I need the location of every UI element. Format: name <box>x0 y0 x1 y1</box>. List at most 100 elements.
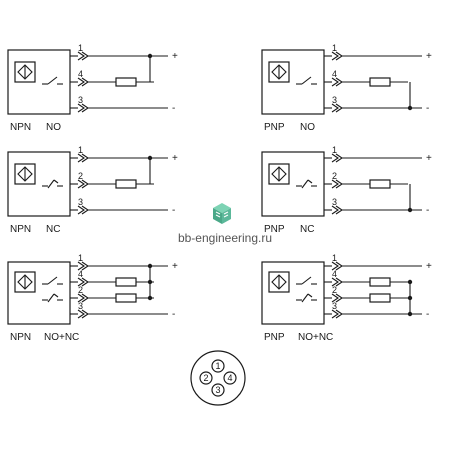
pin-number: 1 <box>78 145 83 155</box>
pin-number: 2 <box>78 285 83 295</box>
output-mode-label: NO+NC <box>298 332 333 343</box>
transistor-type-label: PNP <box>264 224 285 235</box>
pin-number: 4 <box>78 69 83 79</box>
supply-plus: + <box>172 51 178 62</box>
transistor-type-label: NPN <box>10 224 31 235</box>
wire <box>47 76 58 85</box>
terminal-arrow <box>77 261 85 271</box>
junction-dot <box>407 207 413 213</box>
junction-dot <box>147 155 153 161</box>
supply-minus: - <box>426 103 429 114</box>
terminal-arrow <box>335 77 343 87</box>
terminal-arrow <box>77 103 85 113</box>
wire <box>47 293 55 303</box>
load-resistor <box>369 77 391 87</box>
terminal-arrow <box>77 205 85 215</box>
no-switch-icon <box>296 76 317 85</box>
load-resistor <box>369 179 391 189</box>
terminal-arrow <box>81 77 89 87</box>
output-mode-label: NC <box>46 224 60 235</box>
junction-dot <box>407 295 413 301</box>
wire <box>301 179 309 189</box>
connector-pin-number: 1 <box>215 361 220 371</box>
load-resistor <box>115 179 137 189</box>
wire <box>307 179 313 184</box>
transistor-type-label: NPN <box>10 122 31 133</box>
terminal-arrow <box>81 179 89 189</box>
terminal-arrow <box>331 309 339 319</box>
connector-pin <box>199 371 213 385</box>
connector-pin-number: 4 <box>227 373 232 383</box>
nc-switch-icon <box>296 179 317 189</box>
load-resistor <box>369 293 391 303</box>
pin-number: 1 <box>332 43 337 53</box>
no-switch-icon <box>42 76 63 85</box>
connector-pin-number: 3 <box>215 385 220 395</box>
inductive-sensor-icon <box>268 61 290 83</box>
pin-number: 2 <box>78 171 83 181</box>
pin-number: 2 <box>332 285 337 295</box>
pin-number: 3 <box>78 197 83 207</box>
terminal-arrow <box>335 153 343 163</box>
supply-minus: - <box>426 309 429 320</box>
no-switch-icon <box>296 276 317 285</box>
terminal-arrow <box>331 77 339 87</box>
junction-dot <box>407 279 413 285</box>
nc-switch-icon <box>296 293 317 303</box>
supply-minus: - <box>172 309 175 320</box>
terminal-arrow <box>77 153 85 163</box>
terminal-arrow <box>81 103 89 113</box>
junction-dot <box>407 105 413 111</box>
terminal-arrow <box>77 51 85 61</box>
wire <box>47 276 58 285</box>
sensor-body <box>261 261 325 325</box>
wire <box>301 276 312 285</box>
load-resistor <box>115 277 137 287</box>
terminal-arrow <box>331 153 339 163</box>
terminal-arrow <box>81 51 89 61</box>
pin-number: 4 <box>332 69 337 79</box>
terminal-arrow <box>335 309 343 319</box>
wire <box>53 293 59 298</box>
supply-plus: + <box>172 261 178 272</box>
supply-plus: + <box>426 261 432 272</box>
pin-number: 2 <box>332 171 337 181</box>
terminal-arrow <box>77 277 85 287</box>
supply-minus: - <box>172 103 175 114</box>
supply-plus: + <box>426 51 432 62</box>
terminal-arrow <box>335 179 343 189</box>
connector-outline <box>190 350 246 406</box>
transistor-type-label: PNP <box>264 122 285 133</box>
terminal-arrow <box>77 77 85 87</box>
terminal-arrow <box>335 205 343 215</box>
wire <box>301 293 309 303</box>
connector-pin <box>211 359 225 373</box>
terminal-arrow <box>331 51 339 61</box>
inductive-sensor-icon <box>14 61 36 83</box>
output-mode-label: NC <box>300 224 314 235</box>
watermark-text: bb-engineering.ru <box>178 231 272 245</box>
inductive-sensor-icon <box>268 271 290 293</box>
terminal-arrow <box>335 51 343 61</box>
load-resistor <box>369 277 391 287</box>
terminal-arrow <box>81 309 89 319</box>
connector-pin-number: 2 <box>203 373 208 383</box>
wire <box>307 293 313 298</box>
terminal-arrow <box>331 103 339 113</box>
terminal-arrow <box>77 309 85 319</box>
terminal-arrow <box>335 103 343 113</box>
watermark: bb-engineering.ru <box>178 203 272 245</box>
inductive-sensor-icon <box>14 271 36 293</box>
pin-number: 3 <box>78 301 83 311</box>
supply-minus: - <box>426 205 429 216</box>
terminal-arrow <box>81 153 89 163</box>
terminal-arrow <box>331 205 339 215</box>
junction-dot <box>147 263 153 269</box>
transistor-type-label: PNP <box>264 332 285 343</box>
